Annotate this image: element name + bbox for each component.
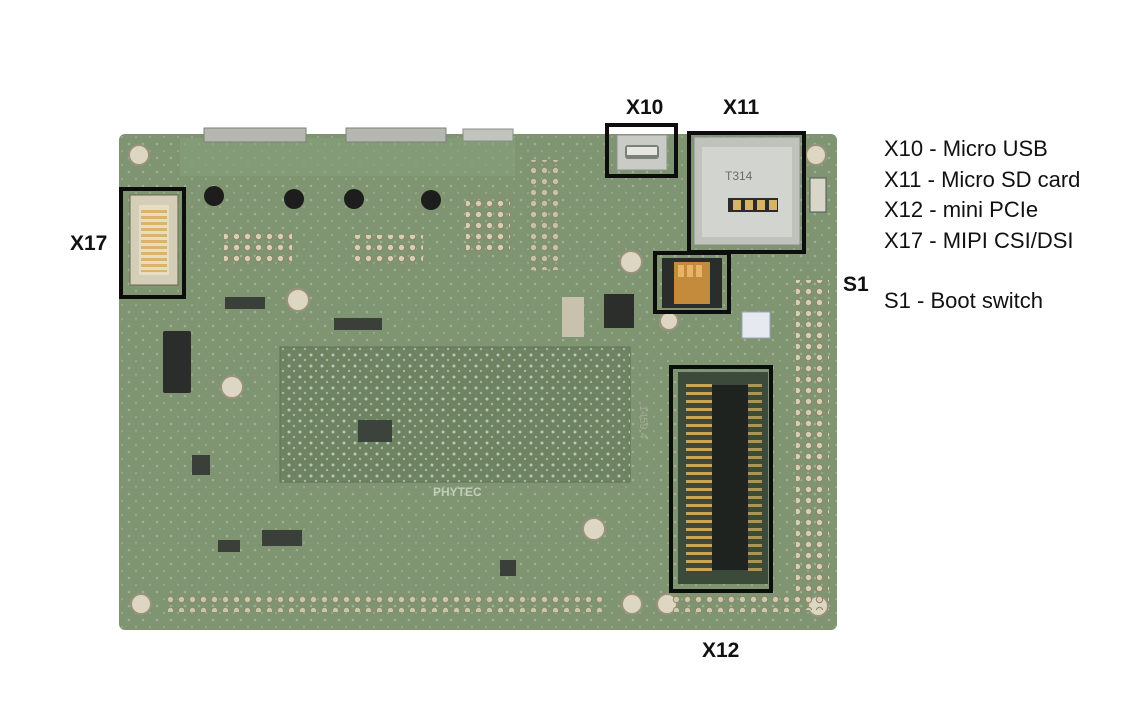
callout-x11: X11: [723, 96, 760, 119]
callout-x17: X17: [70, 232, 108, 255]
legend-item-x12: X12 - mini PCIe: [884, 197, 1039, 222]
highlight-x10: [605, 123, 678, 178]
legend-item-x11: X11 - Micro SD card: [884, 166, 1081, 192]
mipi-connector: [129, 194, 179, 286]
brand-silkscreen: PHYTEC: [433, 485, 482, 499]
highlight-s1: [653, 251, 731, 314]
highlight-x11: [687, 131, 806, 254]
top-connectors: [203, 127, 514, 143]
pin-headers: [168, 160, 829, 612]
micro-sd-slot: T314: [693, 136, 801, 246]
dark-components: [163, 186, 634, 393]
highlight-x17: [119, 187, 186, 299]
legend: X10 - Micro USB X11 - Micro SD card X12 …: [884, 134, 1080, 317]
cpu-module-area: 1459.4 PHYTEC: [279, 346, 649, 499]
callout-x12: X12: [702, 639, 740, 662]
qr-label: [741, 311, 771, 339]
highlight-boxes: [119, 123, 806, 593]
highlight-x12: [669, 365, 773, 593]
sd-slot-marking: T314: [725, 169, 753, 183]
cpu-area-marking: 1459.4: [637, 405, 649, 439]
callout-x10: X10: [626, 96, 664, 119]
micro-usb-connector: [616, 134, 668, 171]
legend-item-s1: S1 - Boot switch: [884, 288, 1043, 313]
mini-pcie-socket: [678, 372, 768, 584]
legend-item-x10: X10 - Micro USB: [884, 136, 1048, 161]
legend-spacer: [884, 256, 1080, 286]
smd-parts: [192, 177, 827, 576]
legend-item-x17: X17 - MIPI CSI/DSI: [884, 227, 1074, 253]
boot-switch-body: [662, 258, 722, 308]
callout-s1: S1: [843, 273, 869, 296]
